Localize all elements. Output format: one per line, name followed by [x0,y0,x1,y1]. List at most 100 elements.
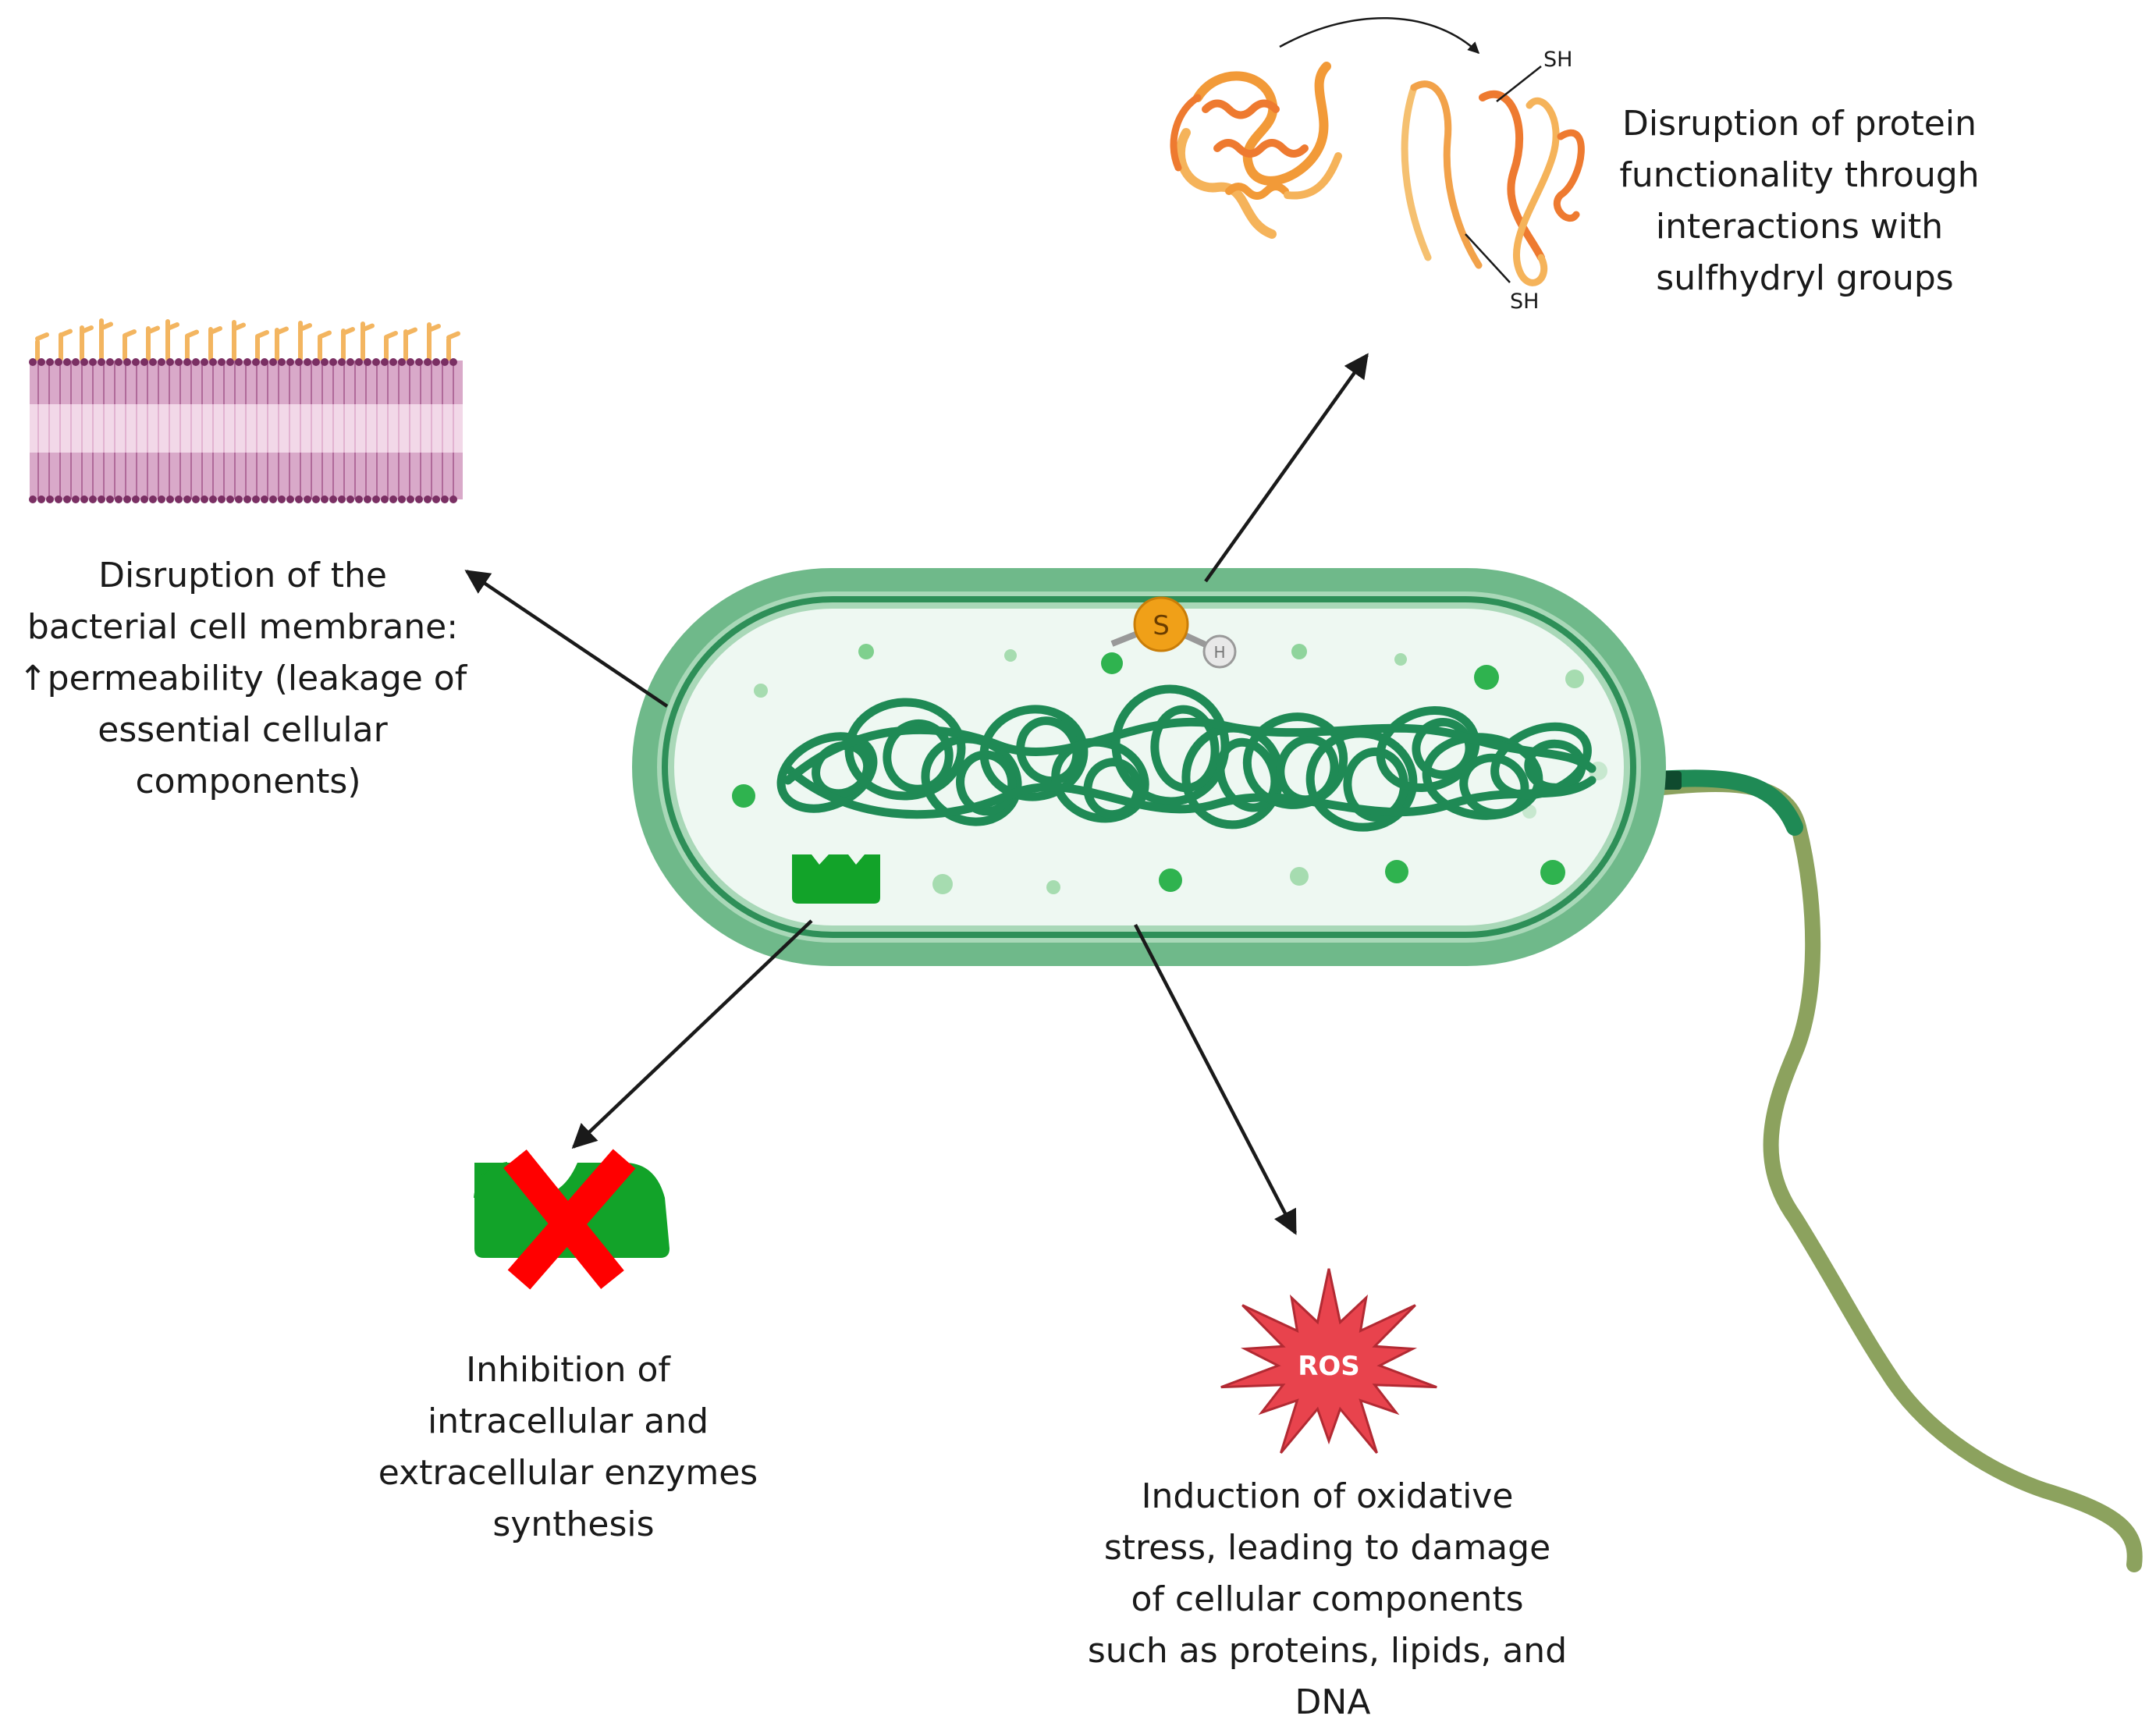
lipid-head [192,358,200,366]
lipid-head [295,496,303,503]
flagellum-filament [1646,776,2143,1572]
lipid-head [295,358,303,366]
lipid-head [243,358,251,366]
lipid-head [372,358,380,366]
lipid-head [424,496,432,503]
dna-loop [1216,737,1280,812]
granule [732,784,755,808]
lipid-head [123,358,131,366]
sh-bottom-label: SH [1510,290,1539,314]
sh-top-label: SH [1543,48,1572,72]
thiol-molecule-icon: S H [1110,596,1237,669]
granule [1290,867,1309,886]
lipid-head [183,358,191,366]
dna-loop [883,719,954,794]
lipid-head [269,358,277,366]
lipid-head [72,358,80,366]
lipid-head [432,358,440,366]
sulfur-atom [1133,596,1189,652]
nucleoid-dna [776,684,1597,832]
lipid-head [140,358,148,366]
lipid-head [269,496,277,503]
sugar-chain [59,329,73,361]
inhibited-enzyme-icon [474,1149,670,1290]
lipid-head [98,358,105,366]
lipid-head [123,496,131,503]
sugar-chain [318,330,332,361]
lipid-head [449,358,457,366]
plasma-membrane [662,596,1636,938]
lipid-head [415,358,423,366]
lipid-head [209,496,217,503]
sh-bottom-leader [1465,233,1511,283]
intracellular-enzyme-icon [792,854,880,904]
granule [1004,649,1017,662]
granule [1385,860,1408,883]
sugar-chain [232,320,246,361]
lipid-head [321,496,329,503]
lipid-head [226,496,234,503]
lipid-head [398,496,406,503]
lipid-head [106,358,114,366]
sugar-chain [341,327,355,361]
lipid-head [364,496,371,503]
arrow-to-ros [1134,923,1297,1235]
sugar-chain [146,325,160,361]
lipid-head [338,358,346,366]
lipid-head [304,496,311,503]
lipid-head [46,496,54,503]
lipid-head [158,358,165,366]
lipid-head [389,496,397,503]
unfolded-protein-icon [1401,80,1585,286]
cytoplasm [674,609,1624,925]
granule [1159,869,1182,892]
lipid-head [158,496,165,503]
lipid-head [37,358,45,366]
granule [1291,644,1307,659]
unfolding-arrow [1279,17,1480,55]
lipid-head [355,358,363,366]
bacterium-cell: S H [632,568,1666,966]
lipid-head [312,358,320,366]
lipid-head [286,496,294,503]
lipid-head [415,496,423,503]
lipid-head [321,358,329,366]
membrane-middle-layer [30,404,463,453]
lipid-head [132,358,140,366]
sugar-chain [123,329,137,361]
lipid-head [243,496,251,503]
lipid-head [37,496,45,503]
ros-label: ROS [1298,1351,1360,1382]
granule [1540,860,1565,885]
lipid-head [407,496,414,503]
lipid-head [192,496,200,503]
lipid-head [218,358,226,366]
lipid-head [55,496,62,503]
lipid-head [441,358,449,366]
lipid-head [55,358,62,366]
granule [1565,670,1584,688]
lipid-head [252,496,260,503]
lipid-head [355,496,363,503]
lipid-head [424,358,432,366]
protein-unfolding-icon: SH SH [1170,17,1585,314]
lipid-head [381,358,389,366]
granule [1101,652,1123,674]
sugar-chain [185,329,199,361]
lipid-head [218,496,226,503]
lipid-head [346,358,354,366]
lipid-head [63,358,71,366]
lipid-head [201,496,208,503]
cross-stroke-2 [507,1149,636,1290]
lipid-head [329,358,337,366]
lipid-head [364,358,371,366]
lipid-head [346,496,354,503]
cytoplasmic-granules [732,644,1607,894]
sugar-chain [165,319,179,361]
arrow-to-enzyme [571,919,813,1149]
granule [858,644,874,659]
dna-loop [1016,716,1082,786]
lipid-head [63,496,71,503]
